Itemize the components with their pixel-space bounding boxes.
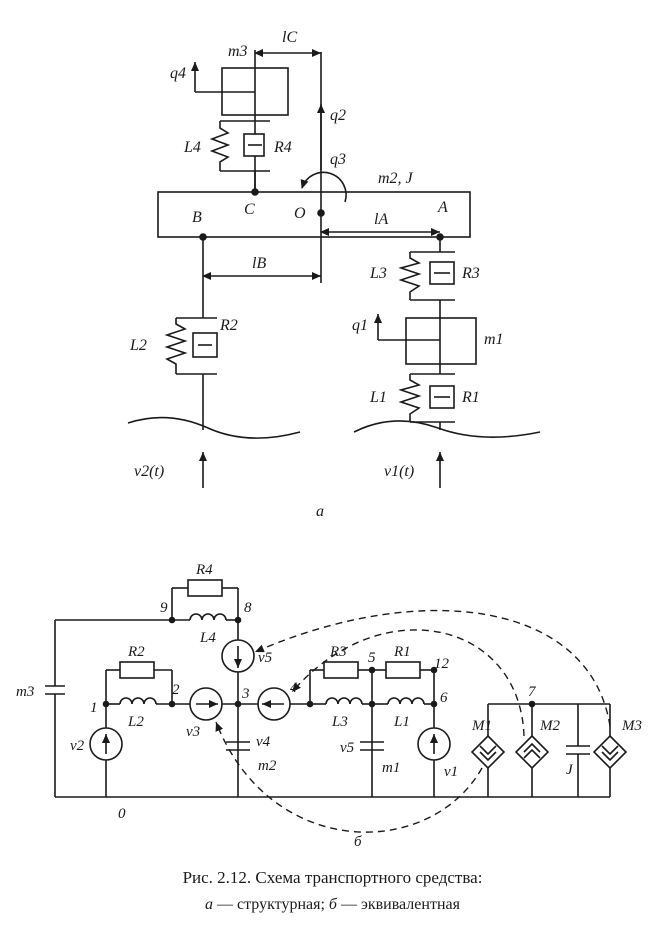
mass-m1: [405, 317, 477, 365]
label-eq-v2: v2: [70, 738, 85, 754]
label-lc: lC: [282, 29, 297, 46]
label-eq-l3: L3: [331, 714, 348, 730]
node-8: 8: [244, 600, 252, 616]
label-o: O: [294, 205, 306, 222]
label-eq-v1: v1: [444, 764, 458, 780]
road-right: [353, 420, 541, 438]
equivalent-labels: R4 L4 R2 L2 R3 L3 R1 L1 m3 m2 m1 J v1 v2…: [16, 562, 642, 850]
label-v2t: v2(t): [134, 463, 164, 480]
source-m1: [470, 734, 506, 770]
figure-caption-subtitle: а — структурная; б — эквивалентная: [0, 896, 665, 914]
resistor-r2: [119, 661, 155, 679]
label-eq-m2: m2: [258, 758, 277, 774]
inductor-l2: [119, 697, 157, 705]
label-r1: R1: [461, 389, 480, 406]
spring-l2: [164, 318, 188, 374]
structural-labels: m3 q4 lC q2 q3 m2, J L4 R4 B C O A lA lB…: [129, 29, 504, 520]
node-1: 1: [90, 700, 98, 716]
node-12: 12: [434, 656, 450, 672]
inductor-l1: [387, 697, 425, 705]
label-l1: L1: [369, 389, 387, 406]
spring-l3: [398, 252, 422, 300]
panel-letter-b: б: [354, 834, 362, 850]
label-l4: L4: [183, 139, 201, 156]
node-9: 9: [160, 600, 168, 616]
caption-letter-a: а: [205, 896, 214, 913]
label-q3: q3: [330, 151, 346, 168]
equivalent-circuit: [45, 579, 628, 833]
label-eq-r2: R2: [127, 644, 145, 660]
label-r2: R2: [219, 317, 238, 334]
caption-equivalent: — эквивалентная: [336, 896, 460, 913]
label-m1: m1: [484, 331, 504, 348]
label-eq-v5a: v5: [258, 650, 273, 666]
label-c: C: [244, 201, 255, 218]
label-eq-m1src: M1: [471, 718, 492, 734]
label-eq-r4: R4: [195, 562, 213, 578]
label-v1t: v1(t): [384, 463, 414, 480]
label-r4: R4: [273, 139, 292, 156]
caption-letter-b: б: [328, 896, 337, 913]
resistor-r4: [187, 579, 223, 597]
structural-scheme: [127, 49, 541, 488]
label-eq-l1: L1: [393, 714, 410, 730]
resistor-r1: [385, 661, 421, 679]
label-eq-m1: m1: [382, 760, 400, 776]
node-0: 0: [118, 806, 126, 822]
label-q2: q2: [330, 107, 346, 124]
label-m3: m3: [228, 43, 248, 60]
node-5: 5: [368, 650, 376, 666]
label-b: B: [192, 209, 202, 226]
label-lb: lB: [252, 255, 266, 272]
label-m2j: m2, J: [378, 170, 414, 187]
coupling-m1-v3: [215, 721, 483, 833]
label-r3: R3: [461, 265, 480, 282]
panel-letter-a: а: [316, 503, 324, 520]
figure-caption-title: Рис. 2.12. Схема транспортного средства:: [182, 868, 483, 887]
coupling-m2-v4: [291, 629, 525, 737]
node-2: 2: [172, 682, 180, 698]
node-7: 7: [528, 684, 537, 700]
label-eq-m3: m3: [16, 684, 34, 700]
q3-rotation-arrow: [300, 171, 347, 203]
label-eq-l4: L4: [199, 630, 216, 646]
inductor-l4: [189, 613, 227, 621]
coupling-m3-v5: [254, 609, 611, 727]
label-eq-v4: v4: [256, 734, 271, 750]
label-q4: q4: [170, 65, 186, 82]
source-m3: [592, 734, 628, 770]
caption-structural: — структурная;: [213, 896, 329, 913]
label-l3: L3: [369, 265, 387, 282]
label-a: A: [437, 199, 448, 216]
label-l2: L2: [129, 337, 147, 354]
label-eq-v3: v3: [186, 724, 200, 740]
node-6: 6: [440, 690, 448, 706]
label-eq-v5b: v5: [340, 740, 355, 756]
vehicle-body: [157, 191, 471, 238]
label-q1: q1: [352, 317, 368, 334]
label-la: lA: [374, 211, 388, 228]
resistor-r3: [323, 661, 359, 679]
label-eq-j: J: [566, 762, 574, 778]
point-c: [251, 188, 259, 196]
source-m2: [514, 734, 550, 770]
spring-l1: [398, 374, 422, 422]
road-left: [127, 416, 301, 439]
spring-l4: [209, 121, 231, 171]
point-o: [317, 209, 325, 217]
node-3: 3: [241, 686, 250, 702]
label-eq-r3: R3: [329, 644, 347, 660]
label-eq-r1: R1: [393, 644, 411, 660]
label-eq-m2src: M2: [539, 718, 560, 734]
label-eq-m3src: M3: [621, 718, 642, 734]
inductor-l3: [325, 697, 363, 705]
node-4: 4: [290, 680, 298, 696]
label-eq-l2: L2: [127, 714, 144, 730]
